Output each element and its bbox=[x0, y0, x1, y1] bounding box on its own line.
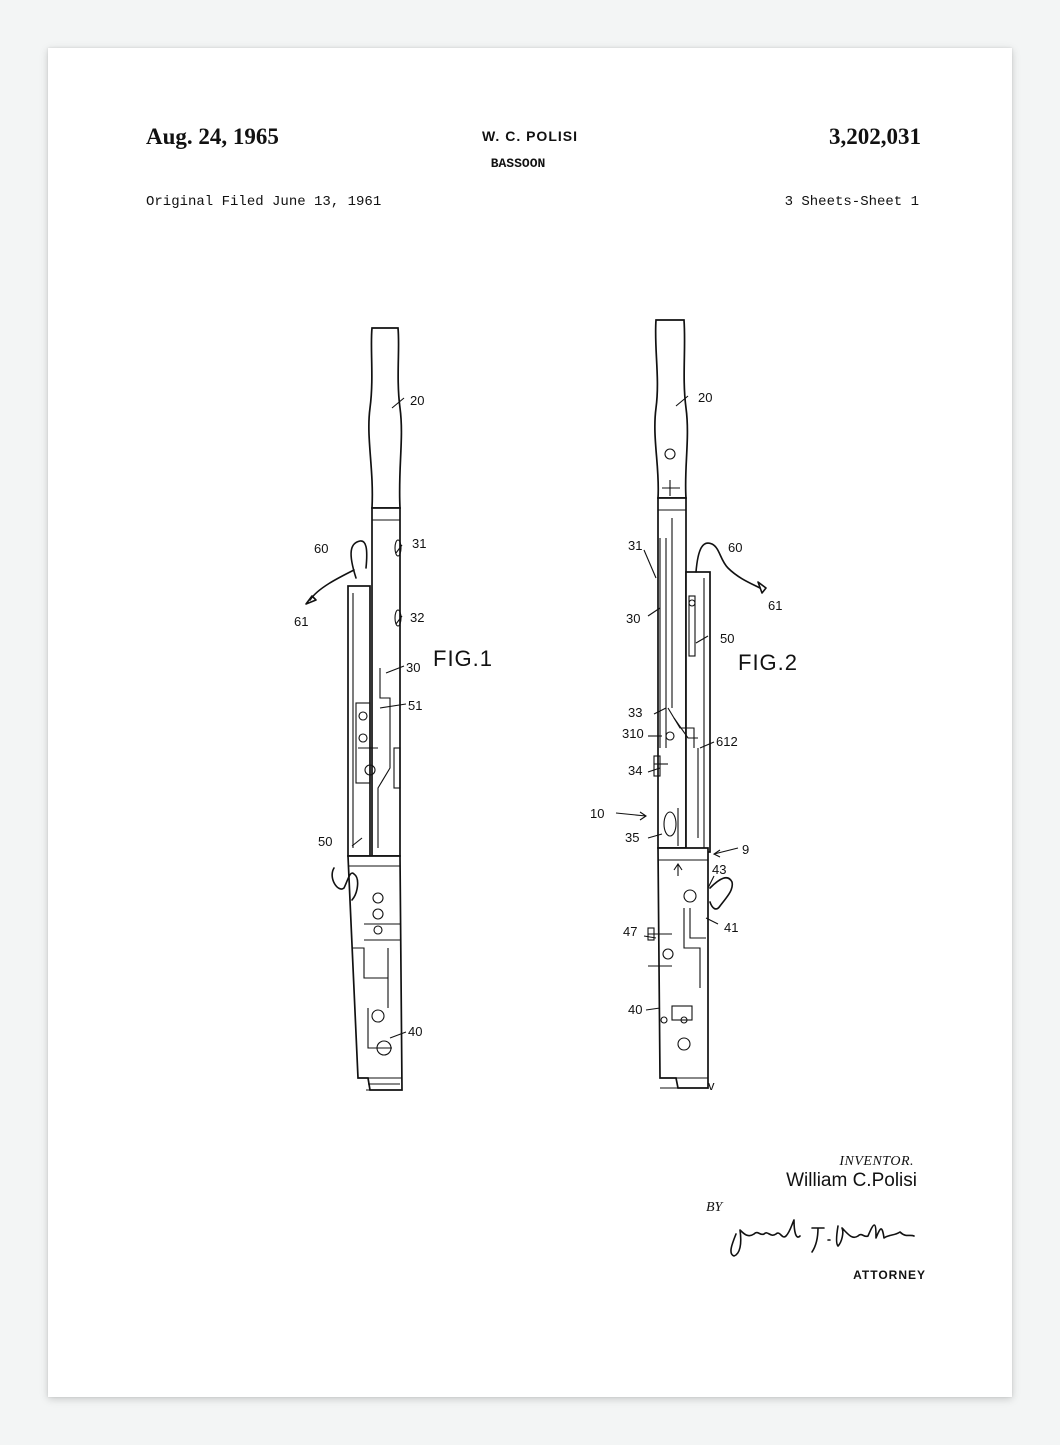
fig1-ref-40: 40 bbox=[408, 1024, 422, 1039]
fig1-ref-31: 31 bbox=[412, 536, 426, 551]
inventor-label: INVENTOR. bbox=[839, 1154, 914, 1169]
by-label: BY bbox=[706, 1200, 723, 1215]
fig1-thumb-key bbox=[331, 867, 359, 901]
fig2-drawing: FIG.2 20 31 60 61 30 50 33 310 612 34 10… bbox=[590, 319, 798, 1093]
fig2-ref-33: 33 bbox=[628, 705, 642, 720]
fig1-ref-60: 60 bbox=[314, 541, 328, 556]
attorney-label: ATTORNEY bbox=[853, 1268, 926, 1282]
fig2-ref-9: 9 bbox=[742, 842, 749, 857]
inventor-name: William C.Polisi bbox=[786, 1170, 917, 1191]
fig2-ref-34: 34 bbox=[628, 763, 642, 778]
fig1-ref-51: 51 bbox=[408, 698, 422, 713]
bassoon-drawings: FIG.1 20 31 60 61 32 30 51 50 40 bbox=[294, 319, 915, 1257]
fig2-ref-50: 50 bbox=[720, 631, 734, 646]
fig2-ref-31: 31 bbox=[628, 538, 642, 553]
fig2-ref-612: 612 bbox=[716, 734, 738, 749]
fig2-label: FIG.2 bbox=[738, 650, 798, 675]
fig2-bell bbox=[654, 319, 689, 499]
fig1-bocal-wire bbox=[350, 540, 368, 579]
fig2-ref-v: v bbox=[708, 1078, 715, 1093]
patent-sheet: Aug. 24, 1965 W. C. POLISI 3,202,031 BAS… bbox=[48, 48, 1012, 1397]
patent-number: 3,202,031 bbox=[829, 124, 921, 149]
fig2-thumb-key bbox=[709, 876, 734, 910]
fig1-ref-50: 50 bbox=[318, 834, 332, 849]
fig1-reed bbox=[305, 595, 317, 605]
fig1-label: FIG.1 bbox=[433, 646, 493, 671]
fig2-ref-30: 30 bbox=[626, 611, 640, 626]
fig1-ref-61: 61 bbox=[294, 614, 308, 629]
fig1-ref-20: 20 bbox=[410, 393, 424, 408]
fig2-bocal-wire bbox=[695, 542, 761, 589]
filing-date: Original Filed June 13, 1961 bbox=[146, 194, 382, 210]
sheet-count: 3 Sheets-Sheet 1 bbox=[784, 194, 919, 210]
fig2-ref-61: 61 bbox=[768, 598, 782, 613]
fig2-ref-41: 41 bbox=[724, 920, 738, 935]
fig1-wing-joint bbox=[347, 585, 371, 857]
fig2-ref-310: 310 bbox=[622, 726, 644, 741]
attorney-signature bbox=[730, 1219, 915, 1257]
fig2-ref-60: 60 bbox=[728, 540, 742, 555]
fig1-drawing: FIG.1 20 31 60 61 32 30 51 50 40 bbox=[294, 327, 493, 1091]
fig2-ref-47: 47 bbox=[623, 924, 637, 939]
fig2-reed bbox=[757, 581, 767, 594]
fig2-ref-35: 35 bbox=[625, 830, 639, 845]
fig1-long-joint bbox=[371, 507, 401, 857]
header-inventor: W. C. POLISI bbox=[481, 128, 578, 144]
fig1-ref-32: 32 bbox=[410, 610, 424, 625]
fig2-ref-43: 43 bbox=[712, 862, 726, 877]
fig2-ref-20: 20 bbox=[698, 390, 712, 405]
patent-date: Aug. 24, 1965 bbox=[146, 124, 279, 149]
fig2-ref-10: 10 bbox=[590, 806, 604, 821]
invention-title: BASSOON bbox=[490, 156, 546, 171]
fig2-ref-40: 40 bbox=[628, 1002, 642, 1017]
fig1-ref-30: 30 bbox=[406, 660, 420, 675]
fig1-bell bbox=[368, 327, 403, 509]
